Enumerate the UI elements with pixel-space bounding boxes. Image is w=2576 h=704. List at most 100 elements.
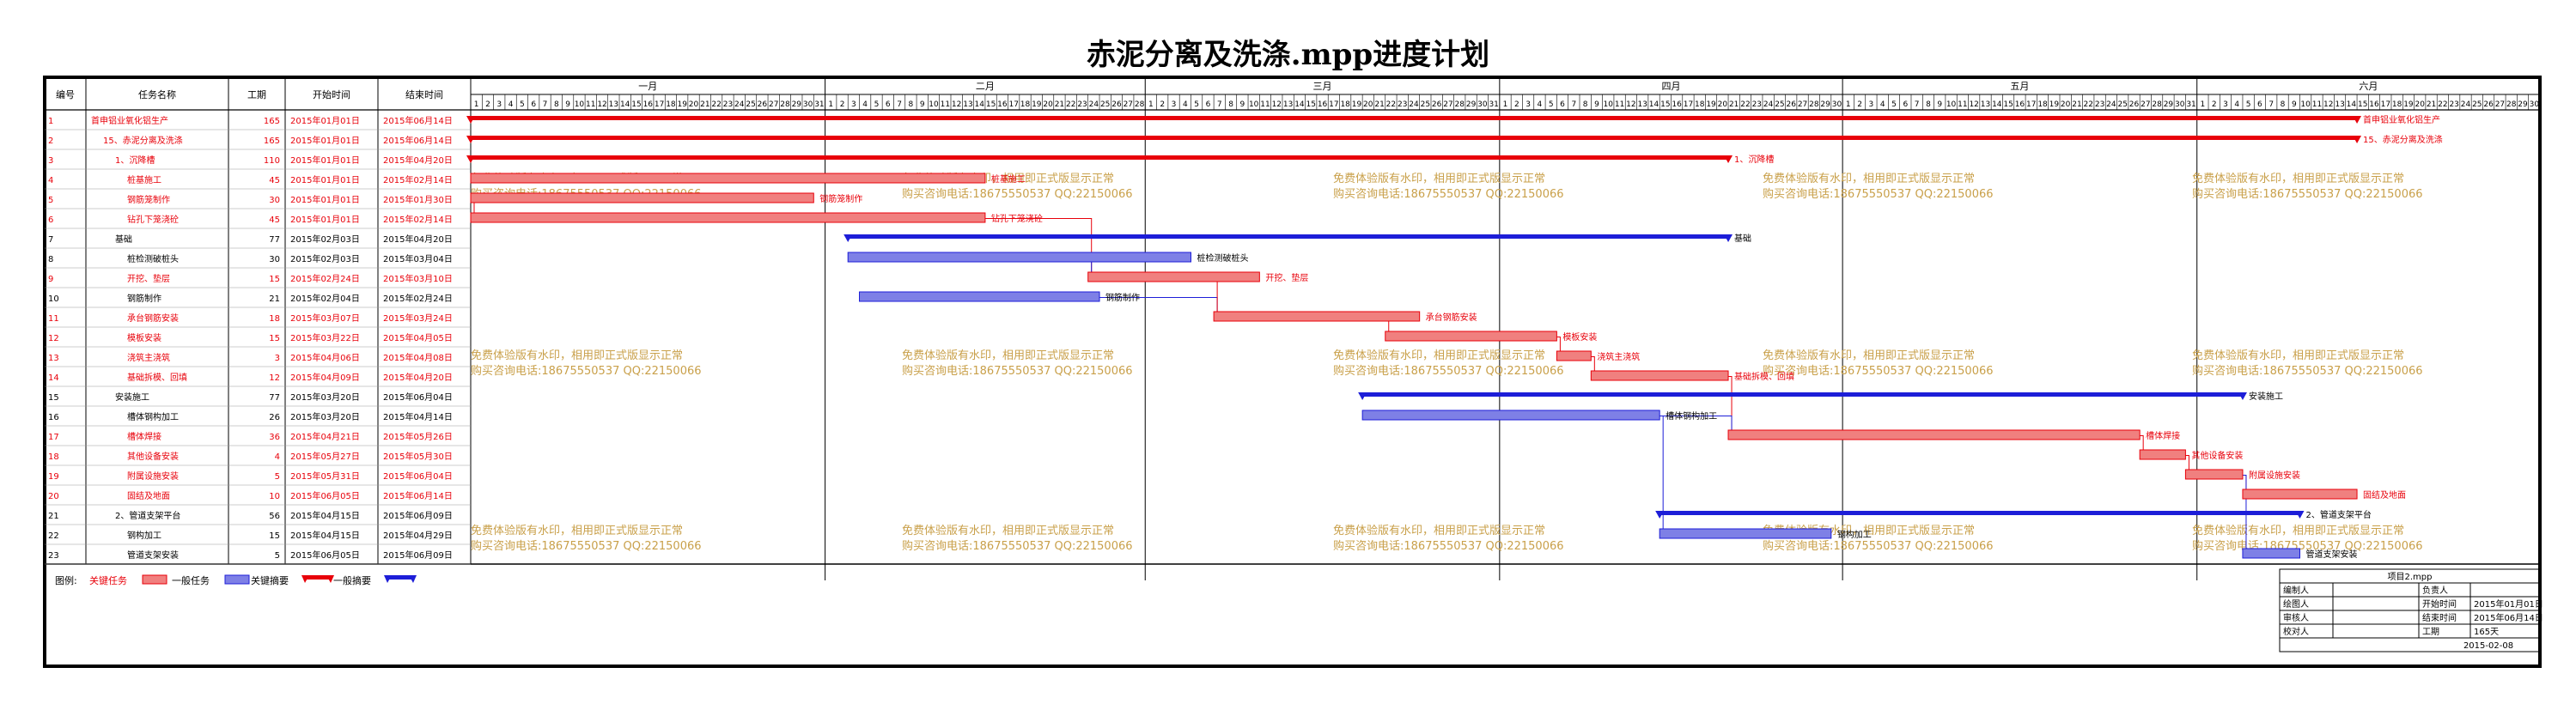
task-finish: 2015年01月30日: [383, 194, 453, 205]
day-label: 16: [1672, 100, 1682, 109]
bar-label: 1、沉降槽: [1734, 154, 1774, 165]
task-name: 桩检测破桩头: [127, 253, 179, 264]
summary-cap: [1358, 392, 1367, 400]
day-label: 7: [1217, 100, 1222, 109]
day-label: 26: [2483, 100, 2494, 109]
day-label: 25: [1775, 100, 1784, 109]
day-label: 7: [543, 100, 548, 109]
bar-label: 钻孔下笼浇砼: [991, 213, 1043, 224]
day-label: 6: [1903, 100, 1908, 109]
legend-item-label: 关键摘要: [251, 574, 289, 586]
task-start: 2015年02月04日: [290, 293, 360, 304]
day-label: 21: [1729, 100, 1739, 109]
day-label: 16: [1318, 100, 1328, 109]
legend-item-label: 关键任务: [89, 574, 127, 586]
day-label: 31: [814, 100, 824, 109]
task-finish: 2015年04月20日: [383, 155, 453, 166]
day-label: 5: [1194, 100, 1199, 109]
day-label: 1: [474, 100, 479, 109]
bar-label: 15、赤泥分离及洗涤: [2363, 134, 2443, 145]
info-date: 2015-02-08: [2463, 641, 2513, 651]
task-duration: 30: [269, 255, 280, 264]
task-name: 附属设施安装: [127, 470, 179, 482]
watermark-text: 免费体验版有水印，相用即正式版显示正常: [902, 349, 1114, 362]
task-duration: 15: [269, 531, 280, 541]
bar-label: 附属设施安装: [2249, 470, 2300, 481]
task-start: 2015年05月31日: [290, 470, 360, 482]
day-label: 19: [2403, 100, 2414, 109]
legend-swatch: [224, 574, 250, 585]
column-header: 开始时间: [313, 88, 350, 100]
day-label: 25: [2472, 100, 2482, 109]
day-label: 12: [1272, 100, 1282, 109]
watermark-text: 免费体验版有水印，相用即正式版显示正常: [2192, 172, 2404, 185]
day-label: 11: [1615, 100, 1624, 109]
day-label: 9: [1937, 100, 1942, 109]
bar-label: 基础: [1734, 233, 1751, 244]
summary-cap: [1655, 511, 1665, 519]
task-bar: [859, 291, 1100, 302]
dependency-link: [2242, 475, 2247, 549]
summary-cap: [843, 234, 853, 242]
watermark-text: 免费体验版有水印，相用即正式版显示正常: [1763, 172, 1975, 185]
task-duration: 110: [264, 156, 280, 166]
task-finish: 2015年06月14日: [383, 135, 453, 146]
task-bar: [1087, 271, 1260, 282]
day-label: 22: [1386, 100, 1396, 109]
task-duration: 3: [275, 354, 280, 363]
task-start: 2015年04月09日: [290, 372, 360, 383]
day-label: 10: [1249, 100, 1259, 109]
day-label: 10: [575, 100, 585, 109]
task-duration: 15: [269, 275, 280, 284]
watermark-text: 购买咨询电话:18675550537 QQ:22150066: [2192, 364, 2423, 378]
info-cell: 绘图人: [2283, 598, 2309, 610]
column-header: 工期: [247, 89, 266, 100]
task-finish: 2015年05月30日: [383, 451, 453, 462]
task-bar: [847, 252, 1191, 263]
day-label: 30: [1477, 100, 1488, 109]
task-finish: 2015年06月09日: [383, 549, 453, 561]
day-label: 30: [803, 100, 813, 109]
day-label: 10: [2300, 100, 2311, 109]
day-label: 1: [1148, 100, 1154, 109]
task-name: 安装施工: [115, 391, 149, 403]
day-label: 21: [2427, 100, 2436, 109]
day-label: 13: [1981, 100, 1990, 109]
day-label: 23: [1077, 100, 1087, 109]
task-bar: [1727, 429, 2141, 440]
task-start: 2015年01月01日: [290, 194, 360, 205]
task-finish: 2015年03月24日: [383, 313, 453, 324]
day-label: 28: [1809, 100, 1819, 109]
task-bar: [470, 212, 986, 223]
day-label: 22: [1066, 100, 1075, 109]
task-bar: [470, 192, 814, 203]
task-bar: [470, 173, 986, 184]
day-label: 30: [1832, 100, 1842, 109]
task-duration: 45: [269, 176, 280, 185]
watermark-text: 免费体验版有水印，相用即正式版显示正常: [1333, 172, 1545, 185]
day-label: 22: [711, 100, 721, 109]
day-label: 4: [1183, 100, 1188, 109]
day-label: 22: [2438, 100, 2447, 109]
day-label: 22: [2084, 100, 2093, 109]
day-label: 23: [1398, 100, 1407, 109]
watermark-text: 购买咨询电话:18675550537 QQ:22150066: [902, 364, 1133, 378]
day-label: 8: [1583, 100, 1588, 109]
day-label: 9: [920, 100, 925, 109]
day-label: 27: [2141, 100, 2150, 109]
task-id: 2: [48, 137, 53, 146]
day-label: 15: [1660, 100, 1670, 109]
task-id: 15: [48, 393, 59, 403]
task-finish: 2015年06月14日: [383, 115, 453, 126]
day-label: 24: [1763, 100, 1774, 109]
day-label: 31: [2186, 100, 2195, 109]
task-name: 其他设备安装: [127, 451, 179, 462]
task-duration: 77: [269, 235, 280, 245]
day-label: 5: [874, 100, 880, 109]
task-bar: [1556, 350, 1592, 361]
legend-swatch: [142, 574, 167, 585]
task-duration: 18: [269, 314, 280, 324]
task-bar: [2139, 449, 2186, 460]
day-label: 3: [496, 100, 502, 109]
